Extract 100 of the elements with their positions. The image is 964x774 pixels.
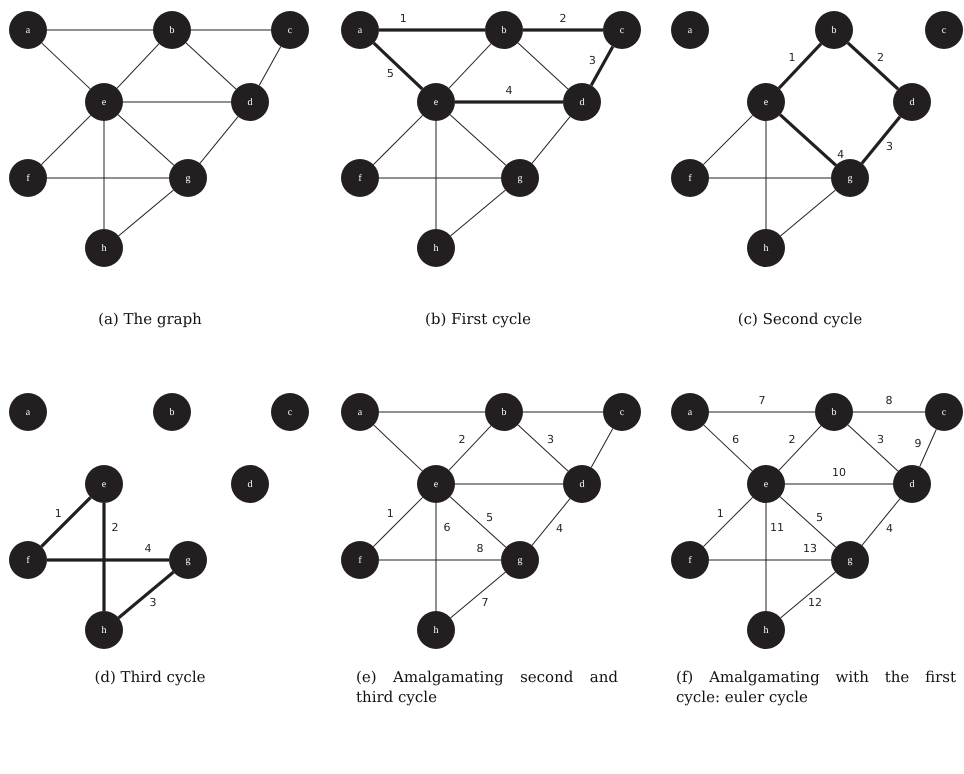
graph-edge bbox=[778, 425, 822, 471]
vertex-circle: b bbox=[153, 11, 191, 49]
vertex-circle: e bbox=[747, 465, 785, 503]
graph-edge bbox=[118, 114, 174, 166]
graph-edge bbox=[47, 558, 169, 562]
vertex-circle: g bbox=[501, 159, 539, 197]
vertex-circle: d bbox=[893, 83, 931, 121]
subfigure-caption: (d) Third cycle bbox=[93, 668, 207, 688]
edge-label: 11 bbox=[769, 522, 785, 534]
subfigure-caption: (b) First cycle bbox=[424, 310, 532, 330]
graph-edge bbox=[846, 42, 900, 90]
subfigure-caption: (a) The graph bbox=[97, 310, 203, 330]
edge-label: 3 bbox=[885, 140, 894, 153]
vertex-circle: d bbox=[231, 83, 269, 121]
vertex-circle: c bbox=[271, 11, 309, 49]
edge-label: 2 bbox=[876, 52, 885, 64]
graph-edge bbox=[590, 46, 614, 86]
graph-edge bbox=[702, 496, 754, 548]
graph-edge bbox=[258, 46, 282, 86]
graph-edge bbox=[517, 424, 569, 472]
graph-edge bbox=[40, 496, 92, 548]
edge-label: 3 bbox=[148, 597, 158, 610]
graph-edge bbox=[102, 503, 106, 611]
graph-edge bbox=[862, 498, 900, 546]
vertex-circle: h bbox=[417, 229, 455, 267]
graph-edge bbox=[372, 114, 424, 166]
vertex-circle: b bbox=[485, 393, 523, 431]
graph-edge bbox=[448, 43, 492, 89]
edge-label: 5 bbox=[386, 68, 395, 80]
vertex-circle: c bbox=[925, 11, 963, 49]
vertex-circle: d bbox=[231, 465, 269, 503]
edge-label: 6 bbox=[731, 434, 740, 446]
graph-edge bbox=[780, 572, 836, 618]
vertex-circle: g bbox=[169, 159, 207, 197]
graph-edge bbox=[379, 28, 485, 32]
graph-edge bbox=[448, 425, 492, 471]
graph-edge bbox=[118, 190, 174, 236]
vertex-circle: f bbox=[9, 541, 47, 579]
vertex-circle: c bbox=[271, 393, 309, 431]
edge-label: 4 bbox=[836, 148, 846, 161]
vertex-circle: e bbox=[417, 465, 455, 503]
vertex-circle: e bbox=[85, 83, 123, 121]
graph-edge bbox=[41, 42, 91, 90]
graph-edge bbox=[372, 496, 424, 548]
graph-edge bbox=[450, 190, 506, 236]
graph-edge bbox=[532, 116, 570, 164]
graph-edge bbox=[702, 114, 754, 166]
vertex-circle: f bbox=[671, 541, 709, 579]
vertex-circle: g bbox=[831, 541, 869, 579]
vertex-circle: b bbox=[485, 11, 523, 49]
vertex-circle: a bbox=[671, 11, 709, 49]
vertex-circle: f bbox=[341, 159, 379, 197]
graph-edge bbox=[517, 42, 569, 90]
edge-label: 3 bbox=[876, 434, 885, 446]
vertex-circle: a bbox=[9, 393, 47, 431]
subfigure-caption: (c) Second cycle bbox=[736, 310, 864, 330]
vertex-circle: g bbox=[501, 541, 539, 579]
vertex-circle: e bbox=[747, 83, 785, 121]
vertex-circle: h bbox=[85, 611, 123, 649]
vertex-circle: g bbox=[169, 541, 207, 579]
vertex-circle: a bbox=[671, 393, 709, 431]
subfigure-caption: (f) Amalgamating with the first cycle: euler cycle bbox=[676, 668, 956, 707]
graph-edge bbox=[40, 114, 92, 166]
graph-edge bbox=[455, 100, 563, 104]
graph-edge bbox=[450, 572, 506, 618]
edge-label: 3 bbox=[588, 54, 597, 67]
vertex-circle: c bbox=[603, 11, 641, 49]
vertex-circle: e bbox=[85, 465, 123, 503]
graph-edge bbox=[780, 190, 836, 236]
vertex-circle: f bbox=[671, 159, 709, 197]
graph-edge bbox=[118, 570, 174, 620]
vertex-circle: h bbox=[747, 611, 785, 649]
graph-edge bbox=[703, 424, 753, 472]
graph-edge bbox=[450, 496, 506, 548]
vertex-circle: d bbox=[563, 83, 601, 121]
vertex-circle: a bbox=[341, 11, 379, 49]
vertex-circle: b bbox=[815, 393, 853, 431]
subfigure-caption: (e) Amalgamating second and third cycle bbox=[356, 668, 618, 707]
edge-label: 3 bbox=[546, 434, 555, 446]
graph-edge bbox=[780, 496, 836, 548]
graph-edge bbox=[373, 424, 423, 472]
edge-label: 10 bbox=[831, 466, 847, 480]
vertex-circle: f bbox=[9, 159, 47, 197]
vertex-circle: h bbox=[747, 229, 785, 267]
vertex-circle: a bbox=[9, 11, 47, 49]
vertex-circle: b bbox=[815, 11, 853, 49]
vertex-circle: g bbox=[831, 159, 869, 197]
graph-edge bbox=[372, 42, 424, 90]
graph-edge bbox=[778, 42, 822, 90]
vertex-circle: c bbox=[925, 393, 963, 431]
graph-edge bbox=[185, 42, 237, 90]
graph-edge bbox=[532, 498, 570, 546]
edge-label: 6 bbox=[442, 522, 452, 534]
graph-edge bbox=[919, 428, 937, 468]
graph-edge bbox=[200, 116, 238, 164]
vertex-circle: d bbox=[563, 465, 601, 503]
vertex-circle: d bbox=[893, 465, 931, 503]
edge-label: 2 bbox=[110, 522, 120, 534]
edge-label: 5 bbox=[485, 512, 494, 524]
graph-edge bbox=[860, 116, 902, 164]
